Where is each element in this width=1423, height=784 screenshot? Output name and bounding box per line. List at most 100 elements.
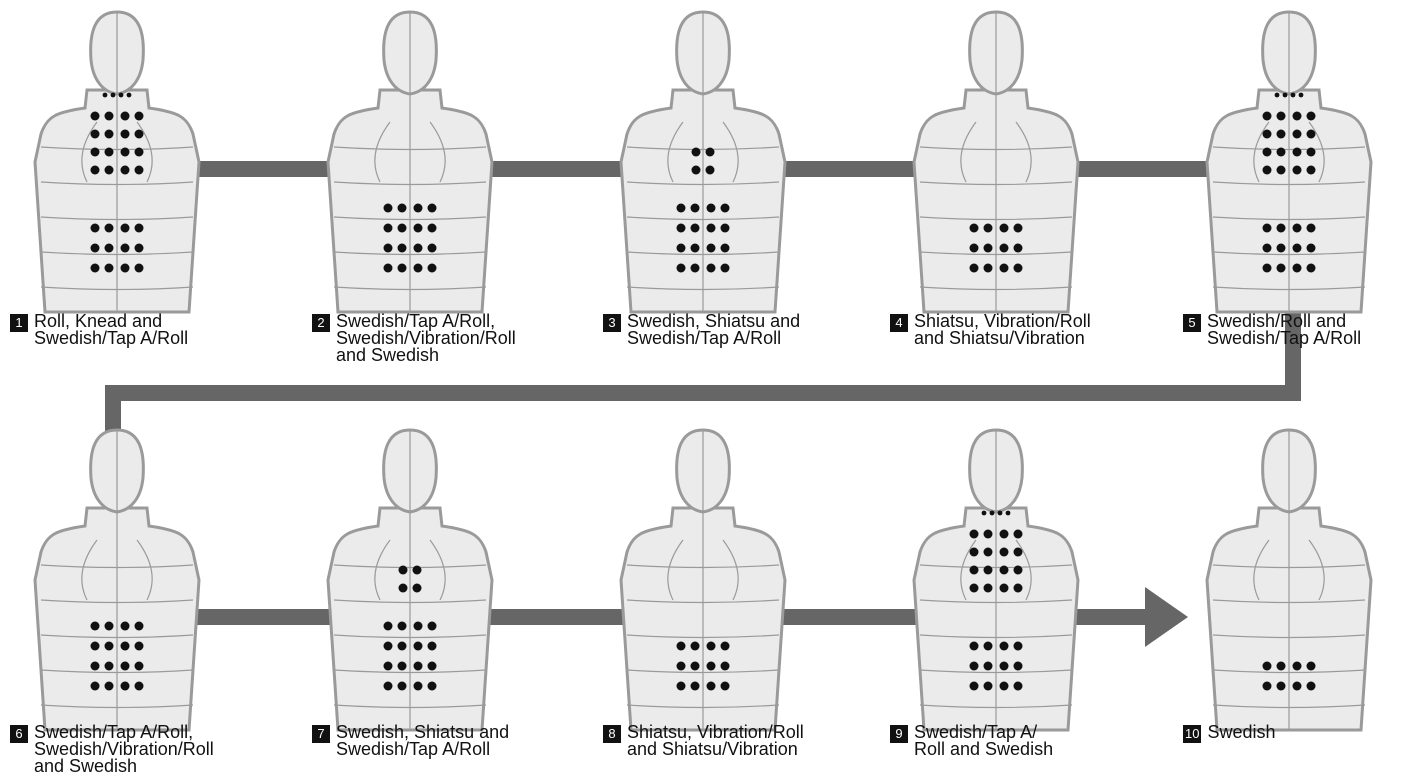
- massage-point: [105, 112, 114, 121]
- massage-point: [105, 166, 114, 175]
- massage-point: [1293, 662, 1302, 671]
- massage-point: [1263, 244, 1272, 253]
- step-label-1: 1Roll, Knead and Swedish/Tap A/Roll: [10, 313, 188, 347]
- massage-point: [1014, 642, 1023, 651]
- massage-point: [721, 662, 730, 671]
- massage-point: [398, 622, 407, 631]
- massage-point: [1299, 93, 1304, 98]
- massage-point: [984, 566, 993, 575]
- massage-point: [91, 112, 100, 121]
- massage-point: [1307, 130, 1316, 139]
- step-description: Swedish/Tap A/Roll, Swedish/Vibration/Ro…: [34, 724, 214, 775]
- massage-point: [984, 682, 993, 691]
- massage-point: [1000, 530, 1009, 539]
- massage-point: [1014, 662, 1023, 671]
- massage-point: [1014, 682, 1023, 691]
- massage-point: [1293, 148, 1302, 157]
- body-figure-6: [35, 430, 199, 730]
- massage-point: [1014, 244, 1023, 253]
- massage-point: [91, 244, 100, 253]
- massage-point: [1277, 148, 1286, 157]
- massage-point: [135, 130, 144, 139]
- massage-point: [691, 224, 700, 233]
- step-number-badge: 1: [10, 314, 28, 332]
- massage-point: [984, 244, 993, 253]
- massage-point: [428, 682, 437, 691]
- arrow-head-icon: [1145, 587, 1188, 647]
- massage-point: [398, 662, 407, 671]
- massage-point: [384, 244, 393, 253]
- massage-point: [707, 244, 716, 253]
- step-number-badge: 8: [603, 725, 621, 743]
- step-number-badge: 9: [890, 725, 908, 743]
- massage-point: [707, 204, 716, 213]
- massage-point: [1307, 662, 1316, 671]
- massage-point: [1293, 264, 1302, 273]
- massage-point: [1307, 166, 1316, 175]
- massage-point: [970, 566, 979, 575]
- massage-point: [121, 166, 130, 175]
- massage-point: [1263, 130, 1272, 139]
- massage-point: [91, 224, 100, 233]
- massage-point: [105, 682, 114, 691]
- massage-point: [384, 224, 393, 233]
- massage-point: [984, 530, 993, 539]
- massage-point: [1263, 682, 1272, 691]
- massage-point: [691, 244, 700, 253]
- massage-point: [1014, 224, 1023, 233]
- massage-point: [428, 204, 437, 213]
- massage-point: [91, 622, 100, 631]
- massage-point: [91, 264, 100, 273]
- massage-point: [428, 622, 437, 631]
- massage-point: [1307, 682, 1316, 691]
- massage-point: [398, 244, 407, 253]
- step-label-5: 5Swedish/Roll and Swedish/Tap A/Roll: [1183, 313, 1361, 347]
- massage-point: [91, 662, 100, 671]
- massage-point: [677, 642, 686, 651]
- massage-point: [707, 264, 716, 273]
- massage-point: [135, 642, 144, 651]
- body-figure-1: [35, 12, 199, 312]
- massage-point: [414, 662, 423, 671]
- massage-point: [1277, 264, 1286, 273]
- massage-point: [414, 682, 423, 691]
- massage-point: [982, 511, 987, 516]
- massage-point: [398, 264, 407, 273]
- body-figure-9: [914, 430, 1078, 730]
- massage-point: [1307, 224, 1316, 233]
- massage-point: [428, 264, 437, 273]
- massage-point: [1263, 112, 1272, 121]
- body-figure-10: [1207, 430, 1371, 730]
- massage-point: [91, 642, 100, 651]
- massage-point: [707, 682, 716, 691]
- step-description: Swedish, Shiatsu and Swedish/Tap A/Roll: [627, 313, 800, 347]
- massage-point: [1263, 224, 1272, 233]
- massage-point: [384, 264, 393, 273]
- massage-point: [970, 548, 979, 557]
- massage-point: [1000, 566, 1009, 575]
- massage-point: [721, 642, 730, 651]
- massage-point: [1307, 112, 1316, 121]
- massage-point: [691, 682, 700, 691]
- massage-point: [91, 682, 100, 691]
- massage-point: [135, 662, 144, 671]
- massage-point: [1014, 548, 1023, 557]
- massage-point: [398, 224, 407, 233]
- massage-point: [677, 244, 686, 253]
- massage-point: [1277, 224, 1286, 233]
- massage-point: [1277, 130, 1286, 139]
- massage-point: [1293, 166, 1302, 175]
- massage-point: [984, 642, 993, 651]
- massage-point: [677, 224, 686, 233]
- massage-point: [91, 148, 100, 157]
- massage-point: [119, 93, 124, 98]
- massage-point: [970, 642, 979, 651]
- massage-point: [384, 622, 393, 631]
- massage-point: [384, 204, 393, 213]
- step-description: Shiatsu, Vibration/Roll and Shiatsu/Vibr…: [627, 724, 804, 758]
- step-label-8: 8 Shiatsu, Vibration/Roll and Shiatsu/Vib…: [603, 724, 804, 758]
- massage-point: [721, 264, 730, 273]
- connector-segment: [105, 385, 1301, 401]
- massage-point: [691, 264, 700, 273]
